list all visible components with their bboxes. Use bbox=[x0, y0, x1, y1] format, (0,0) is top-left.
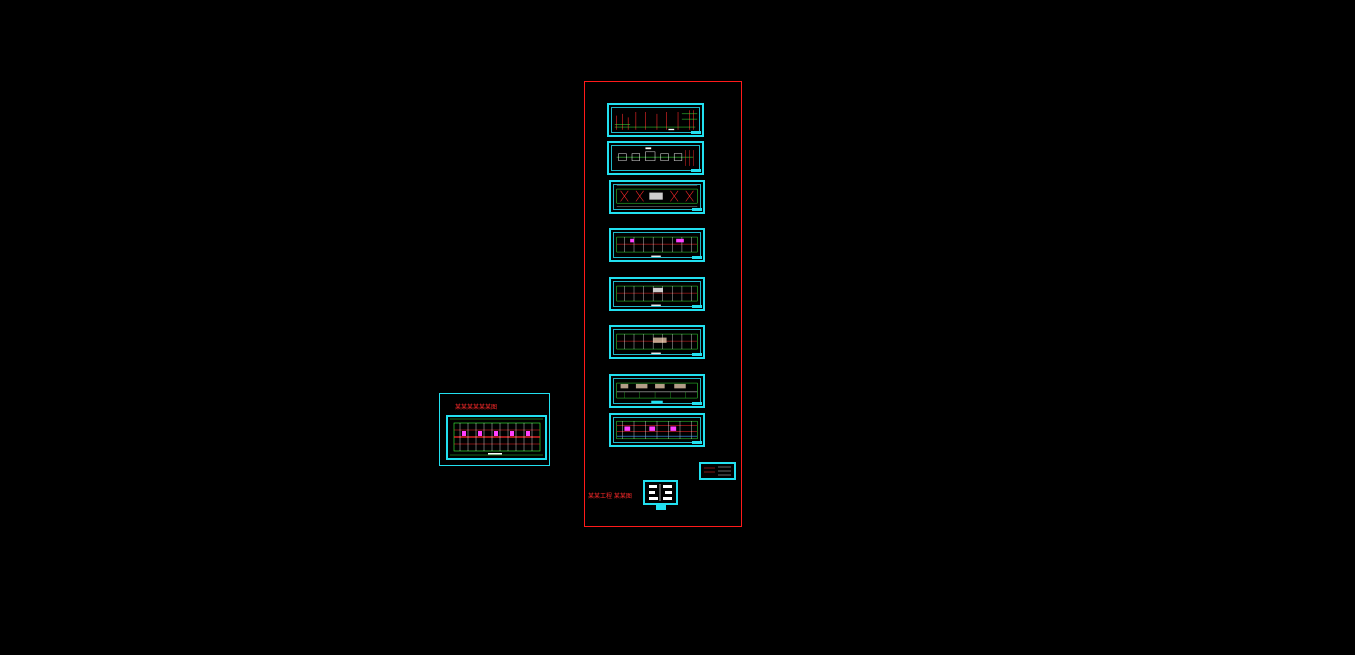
sheet-8[interactable] bbox=[609, 413, 705, 447]
left-sheet-floor-plan bbox=[446, 415, 547, 460]
sheet-2[interactable] bbox=[607, 141, 704, 175]
detail-sheet-tab bbox=[656, 503, 666, 510]
sheet-6[interactable] bbox=[609, 325, 705, 359]
drawing-set-frame bbox=[584, 81, 742, 527]
detail-sheet[interactable] bbox=[643, 480, 678, 505]
legend-sheet[interactable] bbox=[699, 462, 736, 480]
sheet-3[interactable] bbox=[609, 180, 705, 214]
sheet-4[interactable] bbox=[609, 228, 705, 262]
sheet-5[interactable] bbox=[609, 277, 705, 311]
left-drawing-sheet[interactable]: 某某某某某某图 bbox=[439, 393, 550, 466]
sheet-1[interactable] bbox=[607, 103, 704, 137]
sheet-7[interactable] bbox=[609, 374, 705, 408]
left-sheet-title: 某某某某某某图 bbox=[455, 404, 498, 411]
drawing-set-label: 某某工程 某某图 bbox=[588, 493, 632, 500]
